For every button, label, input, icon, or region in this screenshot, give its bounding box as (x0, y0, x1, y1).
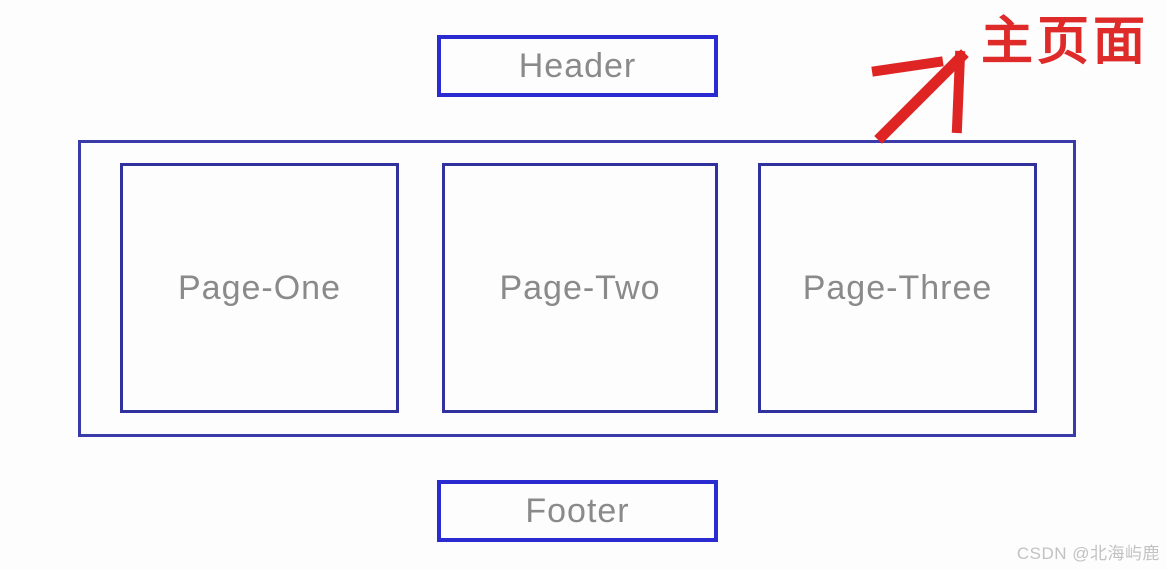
page-one-label: Page-One (178, 268, 341, 307)
page-two-box: Page-Two (442, 163, 718, 413)
page-three-box: Page-Three (758, 163, 1037, 413)
header-label: Header (518, 46, 637, 85)
footer-box: Footer (437, 480, 718, 542)
main-page-container: Page-One Page-Two Page-Three (78, 140, 1076, 437)
page-two-label: Page-Two (499, 268, 661, 307)
page-three-label: Page-Three (802, 268, 993, 307)
watermark: CSDN @北海屿鹿 (1016, 544, 1160, 563)
arrow-up-right-icon (871, 49, 969, 144)
header-box: Header (437, 35, 718, 97)
annotation-label: 主页面 (981, 13, 1150, 71)
footer-label: Footer (525, 491, 630, 530)
page-one-box: Page-One (120, 163, 399, 413)
